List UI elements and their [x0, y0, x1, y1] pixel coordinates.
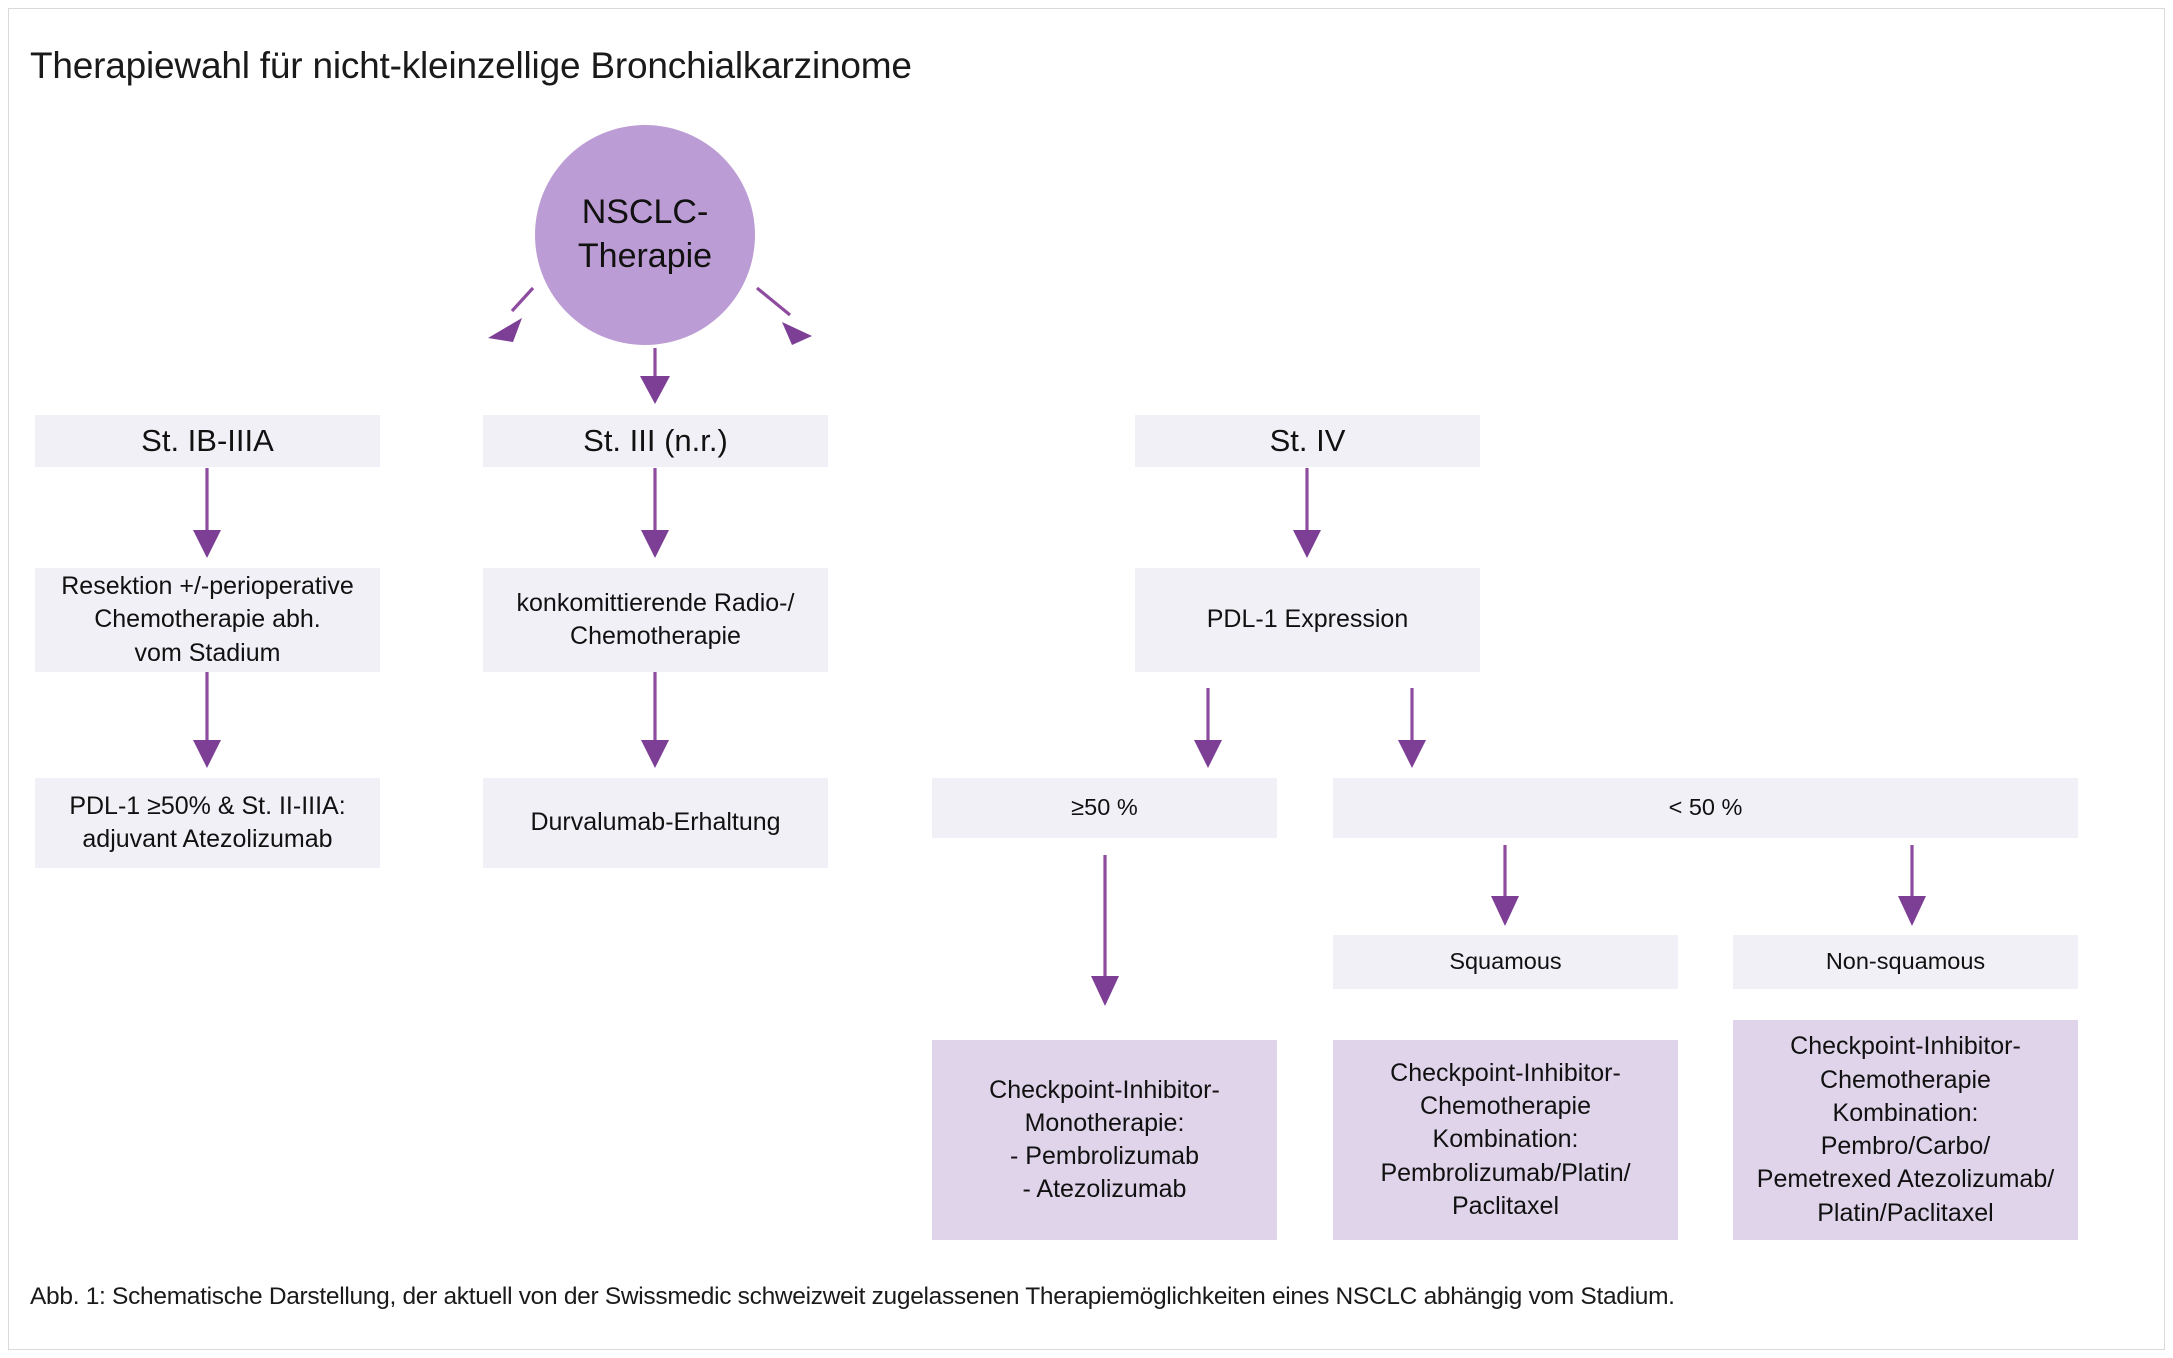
node-line-1: konkomittierende Radio-/ [516, 588, 795, 617]
treatment-checkpoint-chemo-non-squamous[interactable]: Checkpoint-Inhibitor- Chemotherapie Komb… [1733, 1020, 2078, 1240]
node-pdl1-expression[interactable]: PDL-1 Expression [1135, 568, 1480, 672]
node-line-1: Resektion +/-perioperative [61, 572, 354, 601]
stage-header-iii-nr[interactable]: St. III (n.r.) [483, 415, 828, 467]
treatment-line-1: Checkpoint-Inhibitor- [989, 1075, 1220, 1104]
node-line-2: Chemotherapie abh. [94, 605, 321, 634]
page-title: Therapiewahl für nicht-kleinzellige Bron… [30, 45, 912, 86]
node-line-2: adjuvant Atezolizumab [82, 825, 333, 853]
node-line-1: PDL-1 ≥50% & St. II-IIIA: [69, 791, 346, 820]
node-histology-squamous[interactable]: Squamous [1333, 935, 1678, 989]
treatment-line-4: - Atezolizumab [1022, 1175, 1187, 1204]
treatment-checkpoint-chemo-squamous[interactable]: Checkpoint-Inhibitor- Chemotherapie Komb… [1333, 1040, 1678, 1240]
treatment-line-3: Kombination: [1832, 1098, 1979, 1127]
treatment-line-2: Chemotherapie [1420, 1092, 1591, 1121]
treatment-line-3: - Pembrolizumab [1010, 1142, 1199, 1170]
node-konkomittierende-radiochemotherapie[interactable]: konkomittierende Radio-/ Chemotherapie [483, 568, 828, 672]
root-node-line-2: Therapie [577, 237, 713, 275]
node-resektion-perioperative-chemo[interactable]: Resektion +/-perioperative Chemotherapie… [35, 568, 380, 672]
treatment-line-1: Checkpoint-Inhibitor- [1790, 1032, 2021, 1061]
stage-header-iv[interactable]: St. IV [1135, 415, 1480, 467]
node-pdl1-low-threshold[interactable]: < 50 % [1333, 778, 2078, 838]
treatment-line-4: Pembrolizumab/Platin/ [1380, 1158, 1631, 1187]
treatment-line-4: Pembro/Carbo/ [1820, 1132, 1991, 1160]
node-line-2: Chemotherapie [570, 622, 741, 650]
treatment-line-5: Paclitaxel [1452, 1191, 1559, 1220]
treatment-line-2: Monotherapie: [1024, 1108, 1185, 1137]
stage-header-ib-iiia[interactable]: St. IB-IIIA [35, 415, 380, 467]
figure-caption: Abb. 1: Schematische Darstellung, der ak… [30, 1283, 1675, 1310]
treatment-line-1: Checkpoint-Inhibitor- [1390, 1058, 1621, 1087]
root-node-nsclc-therapie[interactable]: NSCLC- Therapie [535, 125, 755, 345]
treatment-line-3: Kombination: [1432, 1125, 1579, 1154]
treatment-line-6: Platin/Paclitaxel [1817, 1198, 1994, 1227]
treatment-line-5: Pemetrexed Atezolizumab/ [1756, 1165, 2055, 1194]
node-pdl1-high-threshold[interactable]: ≥50 % [932, 778, 1277, 838]
node-histology-non-squamous[interactable]: Non-squamous [1733, 935, 2078, 989]
node-adjuvant-atezolizumab[interactable]: PDL-1 ≥50% & St. II-IIIA: adjuvant Atezo… [35, 778, 380, 868]
node-durvalumab-erhaltung[interactable]: Durvalumab-Erhaltung [483, 778, 828, 868]
treatment-checkpoint-monotherapie[interactable]: Checkpoint-Inhibitor- Monotherapie: - Pe… [932, 1040, 1277, 1240]
node-line-3: vom Stadium [134, 638, 281, 667]
treatment-line-2: Chemotherapie [1820, 1065, 1991, 1094]
root-node-line-1: NSCLC- [581, 193, 709, 232]
